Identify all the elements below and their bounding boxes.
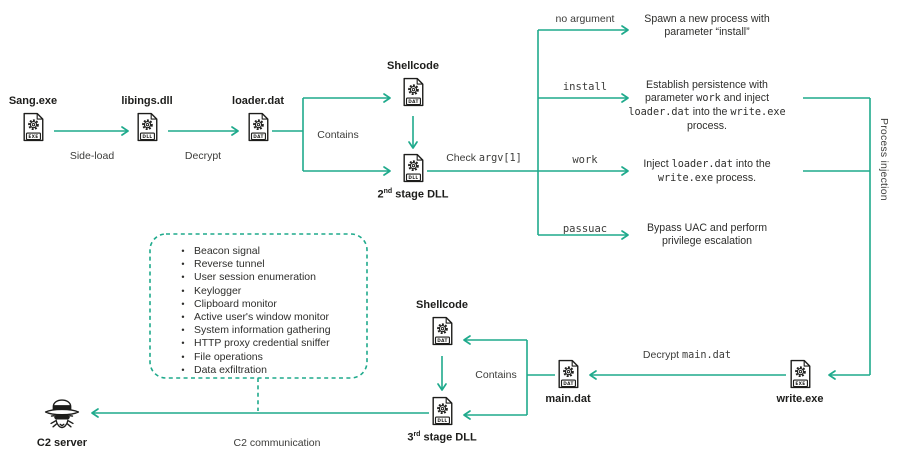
exe-file-icon: EXE: [787, 359, 813, 389]
list-item: •Clipboard monitor: [172, 298, 359, 311]
svg-text:EXE: EXE: [795, 381, 805, 387]
file-icon: DLL: [432, 396, 453, 426]
node-shellcode-top: Shellcode DAT: [368, 61, 458, 107]
dll-file-icon: DLL: [400, 153, 426, 183]
bullet-icon: •: [181, 338, 185, 349]
dat-file-icon: DAT: [245, 112, 271, 142]
node-label: libings.dll: [121, 95, 173, 107]
branch-result-no-argument: Spawn a new process with parameter “inst…: [644, 13, 770, 39]
gear-icon: [437, 403, 448, 415]
node-label: loader.dat: [232, 95, 284, 107]
bullet-icon: •: [181, 272, 185, 283]
edge-label-contains-bottom: Contains: [475, 369, 517, 381]
node-label: C2 server: [36, 437, 88, 449]
dat-file-icon: DAT: [400, 77, 426, 107]
file-icon: DAT: [248, 112, 269, 142]
svg-text:DAT: DAT: [408, 99, 419, 105]
branch-arg-work: work: [572, 154, 598, 166]
dll-file-icon: DLL: [134, 112, 160, 142]
gear-icon: [253, 119, 264, 131]
edge-label-check-argv: Check argv[1]: [446, 152, 522, 164]
bullet-icon: •: [181, 259, 185, 270]
node-label: 2nd stage DLL: [377, 188, 449, 201]
node-2nd-stage-dll: DLL 2nd stage DLL: [368, 153, 458, 201]
node-loader-dat: loader.dat DAT: [213, 96, 303, 142]
file-icon: DAT: [558, 359, 579, 389]
list-item: •Beacon signal: [172, 245, 359, 258]
spy-icon: [44, 399, 80, 429]
node-sang-exe: Sang.exe EXE: [0, 96, 78, 142]
gear-icon: [408, 84, 419, 96]
bullet-icon: •: [181, 364, 185, 375]
edge-label-process-injection: Process injection: [878, 118, 890, 201]
svg-text:DAT: DAT: [563, 381, 574, 387]
branch-arg-no-argument: no argument: [555, 13, 615, 25]
node-label: main.dat: [545, 393, 591, 405]
node-label: write.exe: [776, 393, 824, 405]
node-label: Shellcode: [416, 299, 468, 311]
list-item: •Data exfiltration: [172, 364, 359, 377]
file-icon: DLL: [137, 112, 158, 142]
edge-label-decrypt-main: Decrypt main.dat: [642, 349, 732, 361]
svg-text:DAT: DAT: [253, 134, 264, 140]
list-item: •System information gathering: [172, 324, 359, 337]
branch-arg-passuac: passuac: [562, 223, 608, 235]
list-item: •HTTP proxy credential sniffer: [172, 337, 359, 350]
bullet-icon: •: [181, 285, 185, 296]
svg-text:DAT: DAT: [437, 338, 448, 344]
bullet-icon: •: [181, 351, 185, 362]
bullet-icon: •: [181, 312, 185, 323]
gear-icon: [142, 119, 153, 131]
file-icon: EXE: [790, 359, 811, 389]
exe-file-icon: EXE: [20, 112, 46, 142]
gear-icon: [437, 323, 448, 335]
svg-text:DLL: DLL: [437, 418, 447, 424]
node-libings-dll: libings.dll DLL: [102, 96, 192, 142]
node-label: 3rd stage DLL: [407, 431, 477, 444]
svg-text:EXE: EXE: [28, 134, 38, 140]
gear-icon: [795, 366, 806, 378]
svg-text:DLL: DLL: [408, 175, 418, 181]
bullet-icon: •: [181, 325, 185, 336]
dat-file-icon: DAT: [555, 359, 581, 389]
edge-label-c2-communication: C2 communication: [233, 437, 321, 449]
node-write-exe: EXE write.exe: [755, 359, 845, 405]
capabilities-list: •Beacon signal •Reverse tunnel •User ses…: [150, 234, 367, 378]
list-item: •File operations: [172, 351, 359, 364]
file-icon: DAT: [403, 77, 424, 107]
edge-label-decrypt: Decrypt: [184, 150, 222, 162]
node-3rd-stage-dll: DLL 3rd stage DLL: [397, 396, 487, 444]
node-main-dat: DAT main.dat: [523, 359, 613, 405]
bullet-icon: •: [181, 246, 185, 256]
branch-arg-install: install: [562, 81, 608, 93]
gear-icon: [28, 119, 39, 131]
list-item: •Reverse tunnel: [172, 258, 359, 271]
svg-text:DLL: DLL: [142, 134, 152, 140]
gear-icon: [408, 160, 419, 172]
gear-icon: [563, 366, 574, 378]
branch-result-install: Establish persistence with parameter wor…: [628, 79, 786, 133]
dll-file-icon: DLL: [429, 396, 455, 426]
node-label: Shellcode: [387, 60, 439, 72]
edge-label-side-load: Side-load: [69, 150, 115, 162]
branch-result-passuac: Bypass UAC and perform privilege escalat…: [646, 222, 768, 248]
dat-file-icon: DAT: [429, 316, 455, 346]
file-icon: DAT: [432, 316, 453, 346]
edge-label-contains-top: Contains: [317, 129, 359, 141]
file-icon: DLL: [403, 153, 424, 183]
bullet-icon: •: [181, 298, 185, 309]
node-label: Sang.exe: [8, 95, 58, 107]
branch-result-work: Inject loader.dat into the write.exe pro…: [643, 158, 771, 184]
node-shellcode-bottom: Shellcode DAT: [397, 300, 487, 346]
list-item: •Keylogger: [172, 285, 359, 298]
file-icon: EXE: [23, 112, 44, 142]
node-c2-server: C2 server: [17, 391, 107, 449]
list-item: •User session enumeration: [172, 271, 359, 284]
list-item: •Active user's window monitor: [172, 311, 359, 324]
